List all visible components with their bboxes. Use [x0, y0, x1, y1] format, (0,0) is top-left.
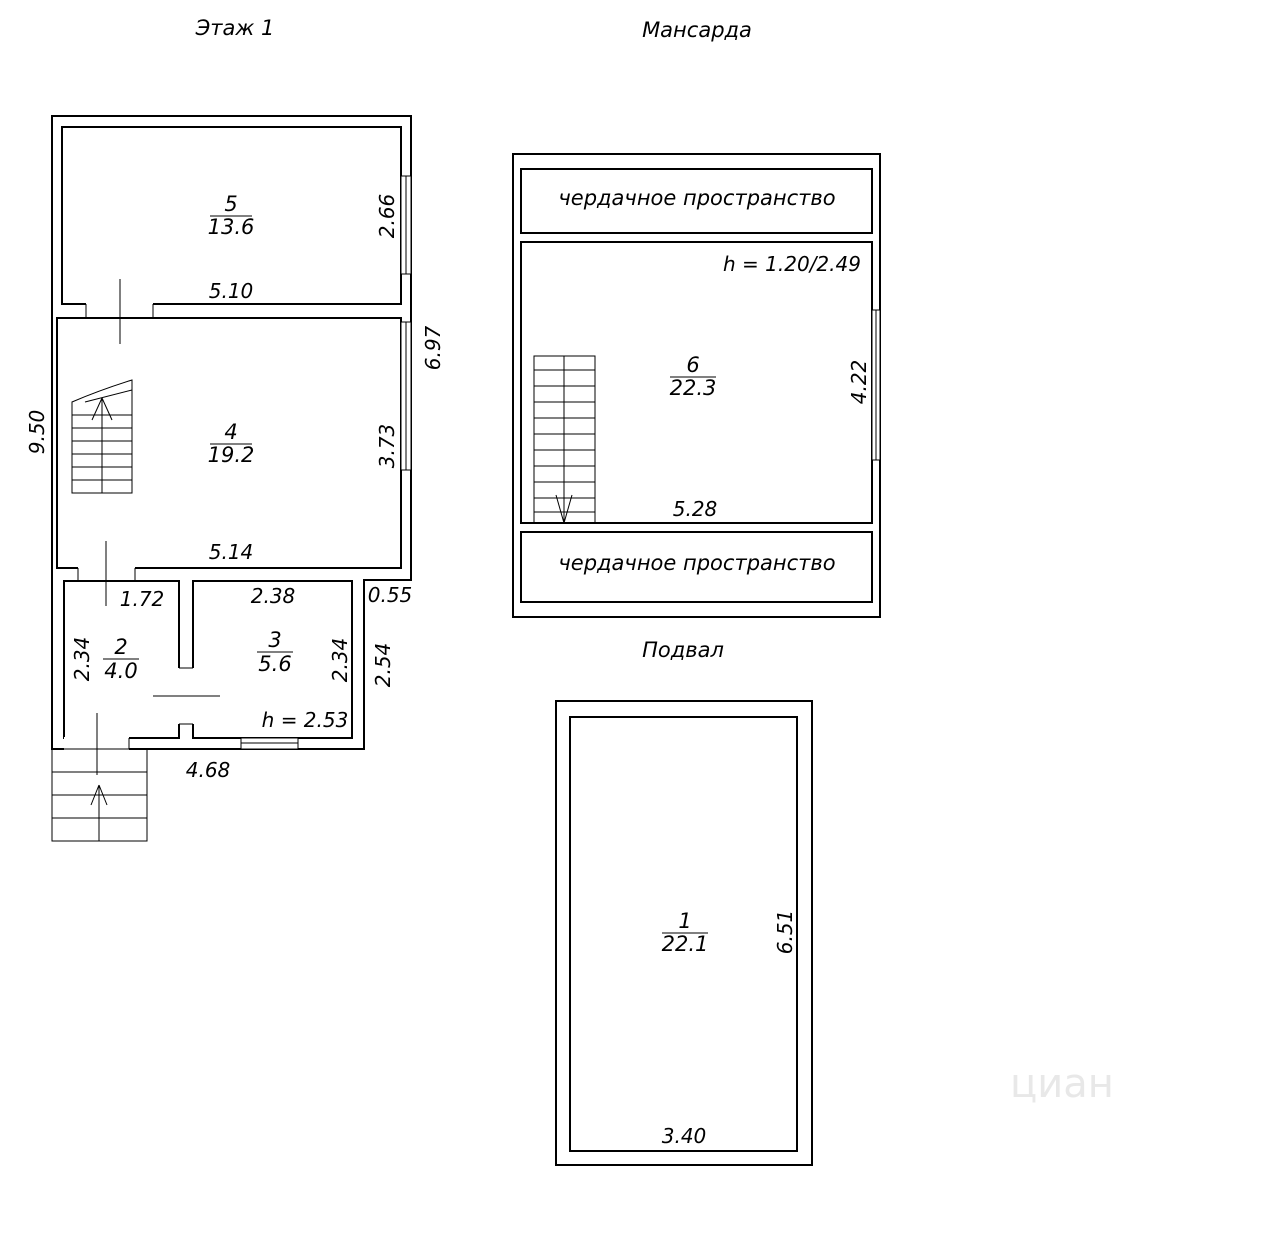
stair-floor1 — [71, 379, 133, 494]
title-basement: Подвал — [642, 638, 724, 662]
dim-r6-width: 5.28 — [673, 497, 718, 521]
dim-r5-width: 5.10 — [209, 279, 254, 303]
room-6-area: 22.3 — [670, 376, 717, 400]
attic-space-top-label: чердачное пространство — [558, 186, 835, 210]
dim-right-depth-upper: 6.97 — [421, 325, 445, 370]
room-6-number: 6 — [686, 353, 699, 377]
room-5-number: 5 — [224, 192, 237, 216]
watermark-logo: циан — [1010, 1061, 1114, 1107]
basement-outer-wall — [555, 700, 813, 1166]
room-3-number: 3 — [268, 628, 281, 652]
room-1-walls — [569, 716, 798, 1152]
basement-plan: 1 22.1 3.40 6.51 — [555, 700, 813, 1166]
dim-r4-depth: 3.73 — [375, 424, 399, 469]
dim-r2-width: 1.72 — [120, 587, 165, 611]
attic-plan: чердачное пространство чердачное простра… — [512, 153, 881, 618]
room-4-area: 19.2 — [208, 443, 255, 467]
room-1-area: 22.1 — [662, 932, 709, 956]
dim-total-width: 4.68 — [186, 758, 231, 782]
room-5-area: 13.6 — [208, 215, 255, 239]
room-3-area: 5.6 — [258, 652, 291, 676]
room-2-area: 4.0 — [104, 659, 137, 683]
dim-r1-width: 3.40 — [662, 1124, 707, 1148]
dim-r3-height: h = 2.53 — [262, 708, 349, 732]
room-2-number: 2 — [114, 635, 127, 659]
dim-r5-depth: 2.66 — [375, 194, 399, 239]
dim-r2-depth: 2.34 — [70, 637, 94, 682]
attic-space-bottom — [520, 531, 873, 603]
dim-lower-depth: 2.54 — [371, 643, 395, 688]
dim-r1-depth: 6.51 — [773, 910, 797, 955]
porch-stairs — [51, 748, 148, 842]
attic-space-top — [520, 168, 873, 234]
dim-r3-depth: 2.34 — [328, 638, 352, 683]
attic-space-bottom-label: чердачное пространство — [558, 551, 835, 575]
floor1-plan: 5 13.6 4 19.2 2 4.0 3 5.6 5.10 2.66 5.14… — [25, 115, 445, 842]
dim-r4-width: 5.14 — [209, 540, 254, 564]
room-1-number: 1 — [678, 909, 691, 933]
stair-attic — [533, 355, 596, 524]
dim-r3-width: 2.38 — [251, 584, 296, 608]
title-floor1: Этаж 1 — [195, 16, 275, 40]
room-4-number: 4 — [224, 420, 237, 444]
dim-offset: 0.55 — [368, 583, 413, 607]
title-attic: Мансарда — [642, 18, 752, 42]
dim-r6-depth: 4.22 — [847, 360, 871, 405]
dim-total-depth-floor: 9.50 — [25, 410, 49, 455]
dim-r6-height: h = 1.20/2.49 — [723, 252, 861, 276]
